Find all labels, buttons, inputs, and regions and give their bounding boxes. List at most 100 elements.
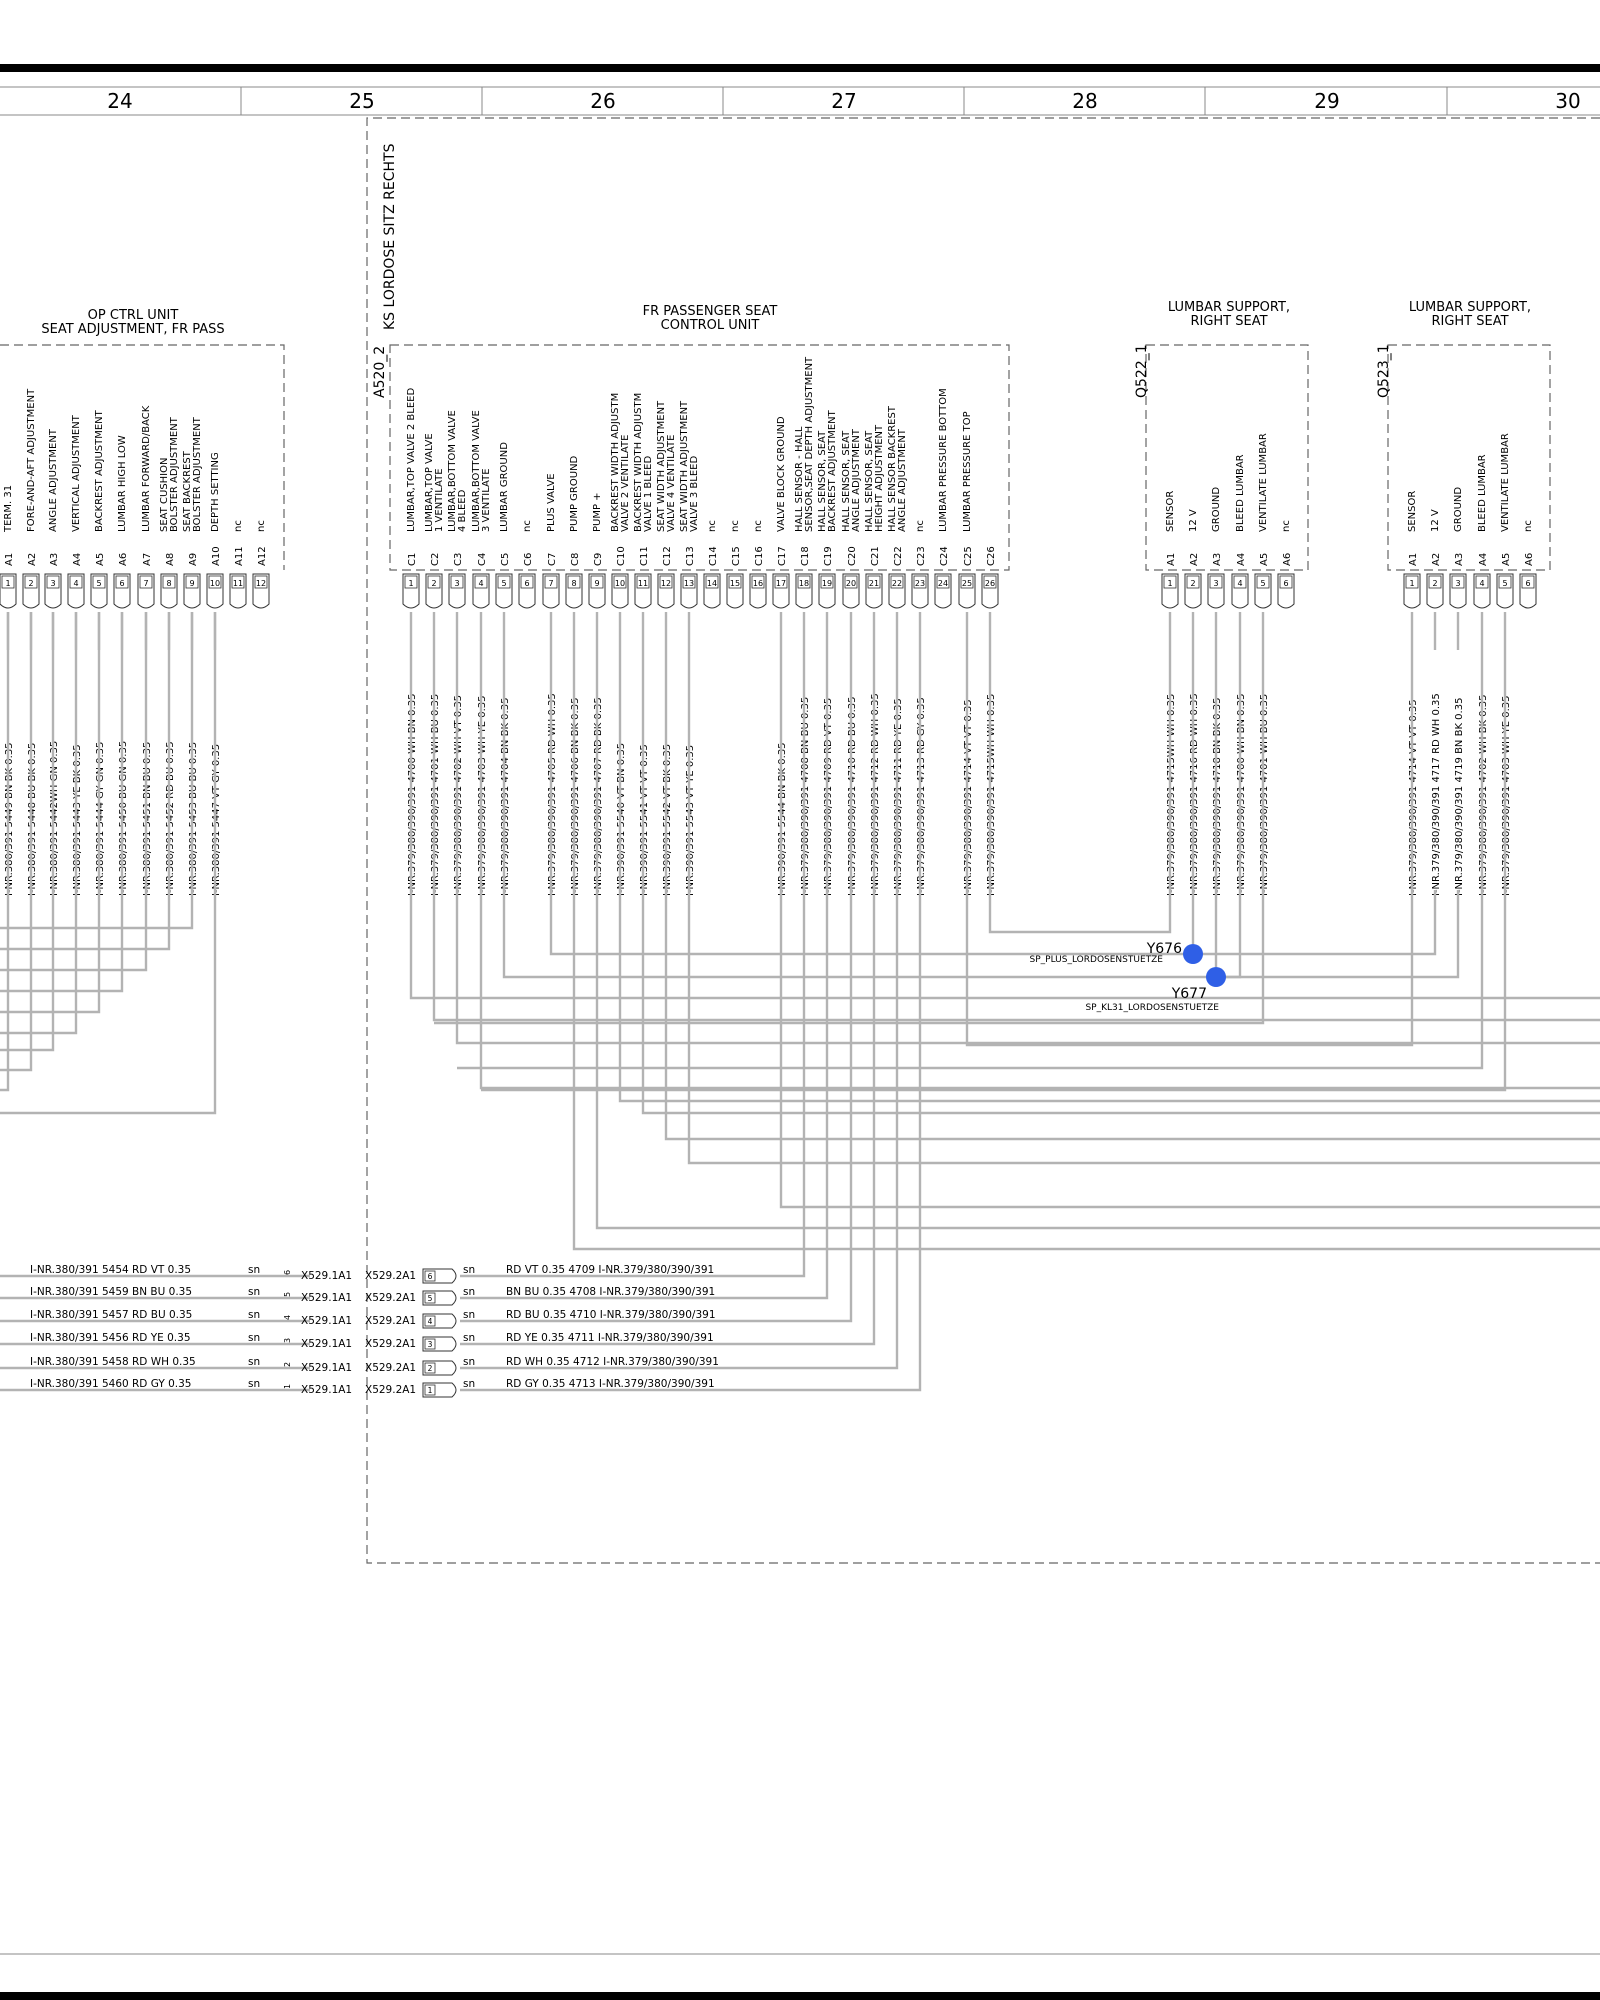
op-unit-function-label: ANGLE ADJUSTMENT: [48, 428, 59, 532]
a520-wire-label: I-NR.379/380/390/391 4702 WH VT 0.35: [453, 695, 464, 896]
a520-terminal[interactable]: 21: [865, 573, 883, 609]
x529-terminal-number: 4: [428, 1317, 433, 1326]
a520-function-label: BACKREST ADJUSTMENT: [827, 409, 838, 532]
q522-terminal[interactable]: 5: [1254, 573, 1272, 609]
op-unit-terminal-number: 2: [28, 579, 33, 588]
a520-terminal[interactable]: 4: [472, 573, 490, 609]
a520-terminal[interactable]: 25: [958, 573, 976, 609]
a520-route: [572, 650, 1600, 1251]
a520-terminal[interactable]: 9: [588, 573, 606, 609]
op-unit-route: [0, 612, 55, 1052]
a520-terminal[interactable]: 16: [749, 573, 767, 609]
a520-wire-label: I-NR.390/391 5541 VT VT 0.35: [639, 744, 650, 896]
q523-terminal[interactable]: 3: [1449, 573, 1467, 609]
a520-terminal[interactable]: 14: [703, 573, 721, 609]
x529-terminal[interactable]: 1: [422, 1382, 457, 1398]
x529-terminal[interactable]: 5: [422, 1290, 457, 1306]
a520-terminal[interactable]: 26: [981, 573, 999, 609]
op-unit-terminal[interactable]: 2: [22, 573, 40, 609]
x529-sn-right: sn: [463, 1264, 475, 1276]
q523-function-label: GROUND: [1453, 487, 1464, 532]
a520-terminal[interactable]: 19: [818, 573, 836, 609]
op-unit-terminal[interactable]: 5: [90, 573, 108, 609]
op-unit-pin-A4: A4: [72, 553, 83, 566]
op-unit-terminal-number: 5: [96, 579, 101, 588]
splice-y677[interactable]: [1206, 967, 1226, 987]
q522-pin-A3: A3: [1212, 553, 1223, 566]
a520-terminal[interactable]: 11: [634, 573, 652, 609]
routing-wires: [0, 612, 1600, 1392]
a520-function-label: nc: [522, 520, 533, 532]
op-unit-terminal[interactable]: 3: [44, 573, 62, 609]
op-unit-terminal[interactable]: 7: [137, 573, 155, 609]
op-unit-pin-A3: A3: [49, 553, 60, 566]
a520-terminal[interactable]: 24: [934, 573, 952, 609]
column-number-29: 29: [1314, 89, 1339, 113]
a520-pin-C16: C16: [754, 546, 765, 566]
a520-pin-C2: C2: [430, 553, 441, 566]
x529-right-wire-label: RD WH 0.35 4712 I-NR.379/380/390/391: [506, 1356, 719, 1368]
q523-terminal[interactable]: 5: [1496, 573, 1514, 609]
a520-terminal[interactable]: 18: [795, 573, 813, 609]
op-unit-function-label: BACKREST ADJUSTMENT: [94, 409, 105, 532]
a520-function-label: LUMBAR GROUND: [499, 442, 510, 532]
q522-terminal[interactable]: 4: [1231, 573, 1249, 609]
a520-terminal[interactable]: 17: [772, 573, 790, 609]
a520-function-label: BACKREST WIDTH ADJUSTM: [610, 393, 621, 532]
op-unit-terminal[interactable]: 10: [206, 573, 224, 609]
a520-wire-label: I-NR.379/380/390/391 4703 WH YE 0.35: [477, 695, 488, 896]
q523-terminal[interactable]: 1: [1403, 573, 1421, 609]
q522-terminal[interactable]: 1: [1161, 573, 1179, 609]
a520-terminal[interactable]: 5: [495, 573, 513, 609]
op-unit-terminal[interactable]: 12: [252, 573, 270, 609]
a520-terminal-number: 20: [846, 579, 856, 588]
a520-box: [389, 344, 1010, 571]
splice-y676[interactable]: [1183, 944, 1203, 964]
a520-terminal[interactable]: 1: [402, 573, 420, 609]
a520-pin-C13: C13: [685, 546, 696, 566]
op-unit-route: [0, 612, 101, 1014]
a520-wire-label: I-NR.379/380/390/391 4714 VT VT 0.35: [963, 699, 974, 896]
op-unit-terminal[interactable]: 1: [0, 573, 17, 609]
a520-pin-C6: C6: [523, 553, 534, 566]
op-unit-pin-A1: A1: [4, 553, 15, 566]
a520-terminal[interactable]: 7: [542, 573, 560, 609]
x529-terminal[interactable]: 6: [422, 1268, 457, 1284]
x529-terminal-number: 1: [428, 1386, 433, 1395]
a520-terminal[interactable]: 20: [842, 573, 860, 609]
a520-route: [455, 650, 1600, 1045]
a520-terminal[interactable]: 3: [448, 573, 466, 609]
a520-terminal-number: 10: [615, 579, 625, 588]
x529-terminal[interactable]: 3: [422, 1336, 457, 1352]
q523-terminal[interactable]: 4: [1473, 573, 1491, 609]
splice-y676-label: SP_PLUS_LORDOSENSTUETZE: [1030, 955, 1164, 965]
op-unit-terminal[interactable]: 9: [183, 573, 201, 609]
q522-terminal[interactable]: 6: [1277, 573, 1295, 609]
a520-terminal[interactable]: 10: [611, 573, 629, 609]
a520-function-label: ANGLE ADJUSTMENT: [897, 428, 908, 532]
a520-terminal[interactable]: 23: [911, 573, 929, 609]
x529-terminal[interactable]: 4: [422, 1313, 457, 1329]
a520-terminal[interactable]: 22: [888, 573, 906, 609]
q523-terminal[interactable]: 6: [1519, 573, 1537, 609]
a520-terminal[interactable]: 12: [657, 573, 675, 609]
a520-terminal[interactable]: 13: [680, 573, 698, 609]
op-unit-route: [0, 612, 33, 1072]
x529-terminal[interactable]: 2: [422, 1360, 457, 1376]
op-unit-terminal[interactable]: 8: [160, 573, 178, 609]
a520-route: [479, 650, 1600, 1090]
q523-function-label: SENSOR: [1407, 491, 1418, 532]
a520-terminal[interactable]: 15: [726, 573, 744, 609]
a520-terminal[interactable]: 6: [518, 573, 536, 609]
op-unit-terminal[interactable]: 6: [113, 573, 131, 609]
op-unit-terminal-number: 7: [143, 579, 148, 588]
a520-pin-C24: C24: [939, 546, 950, 566]
a520-terminal[interactable]: 8: [565, 573, 583, 609]
op-unit-terminal[interactable]: 4: [67, 573, 85, 609]
q522-terminal[interactable]: 3: [1207, 573, 1225, 609]
op-unit-terminal[interactable]: 11: [229, 573, 247, 609]
q523-terminal[interactable]: 2: [1426, 573, 1444, 609]
a520-terminal[interactable]: 2: [425, 573, 443, 609]
q522-terminal[interactable]: 2: [1184, 573, 1202, 609]
